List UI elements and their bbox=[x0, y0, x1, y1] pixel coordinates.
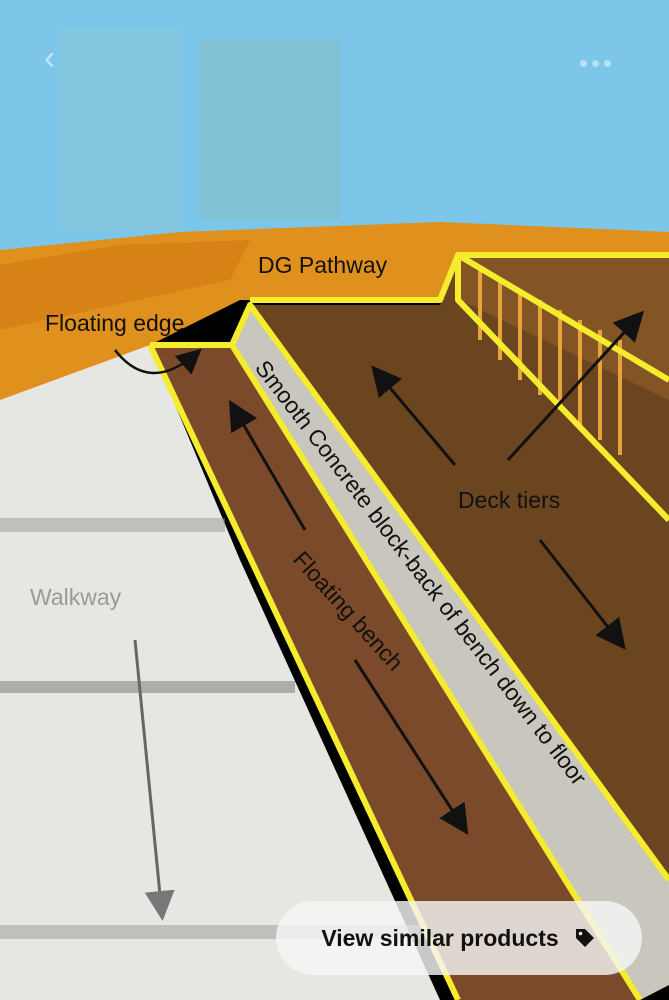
view-similar-products-label: View similar products bbox=[321, 924, 559, 951]
tag-icon bbox=[575, 929, 594, 947]
concrete-strip bbox=[232, 305, 669, 1000]
more-dots-icon[interactable] bbox=[580, 60, 611, 67]
walkway-area bbox=[0, 345, 440, 1000]
view-similar-products-button[interactable]: View similar products bbox=[276, 901, 642, 975]
trees bbox=[200, 40, 340, 220]
label-walkway: Walkway bbox=[30, 584, 122, 610]
label-deck-tiers: Deck tiers bbox=[458, 487, 560, 513]
floating-bench bbox=[150, 345, 640, 1000]
label-floating-edge: Floating edge bbox=[45, 310, 184, 336]
chevron-left-icon[interactable]: ‹ bbox=[44, 39, 56, 77]
label-dg-pathway: DG Pathway bbox=[258, 252, 388, 278]
